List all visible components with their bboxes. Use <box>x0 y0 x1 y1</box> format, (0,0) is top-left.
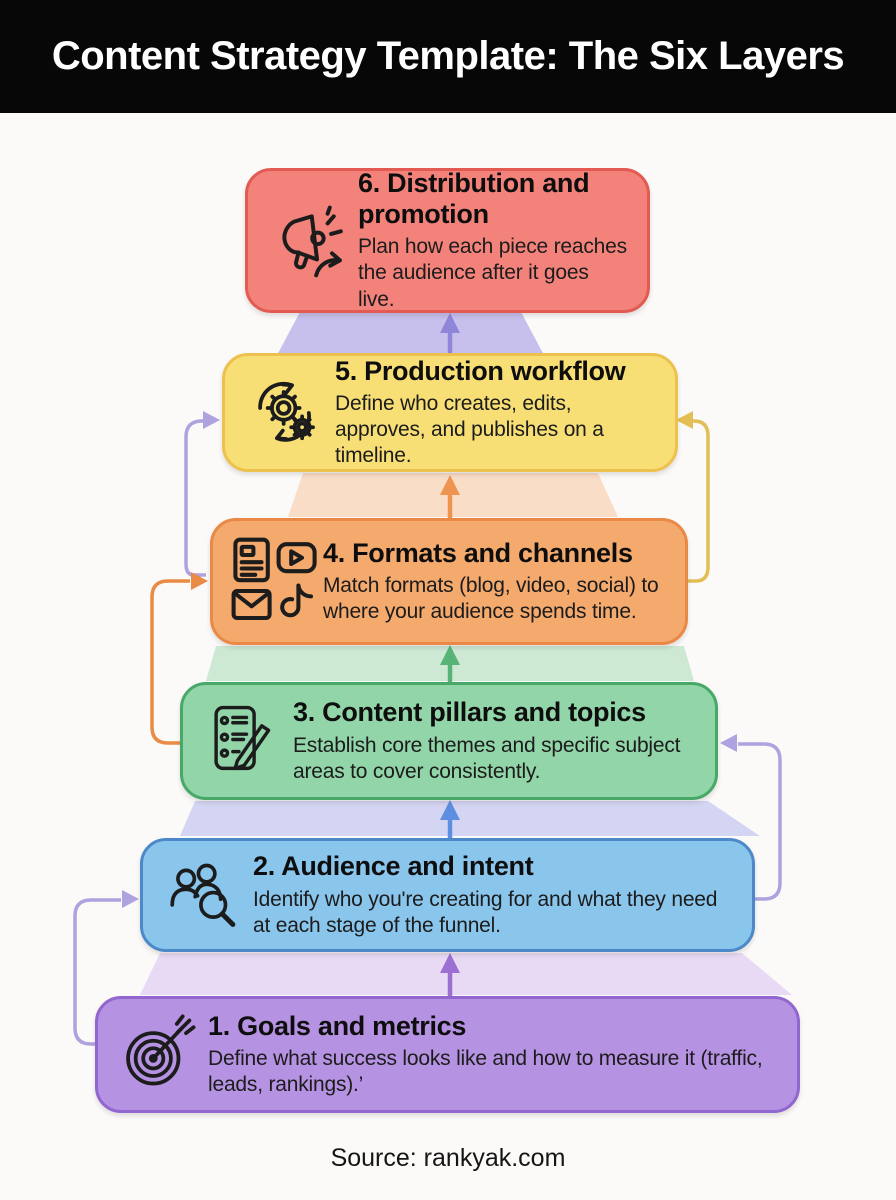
layer-description: Establish core themes and specific subje… <box>293 733 681 783</box>
up-arrow-head <box>440 645 460 665</box>
up-arrow-head <box>440 800 460 820</box>
layer-box-distribution: 6. Distribution and promotion Plan how e… <box>245 168 650 313</box>
layer-box-audience: 2. Audience and intent Identify who you'… <box>140 838 755 952</box>
connector-line <box>184 419 206 577</box>
source-text: Source: rankyak.com <box>330 1144 566 1172</box>
video-player-icon <box>276 541 317 573</box>
up-arrow-head <box>440 313 460 333</box>
connector-line <box>738 742 782 901</box>
gears-cycle-icon <box>239 371 335 455</box>
layer-heading: 5. Production workflow <box>335 355 626 386</box>
page-title: Content Strategy Template: The Six Layer… <box>51 34 845 78</box>
layer-box-formats: 4. Formats and channels Match formats (b… <box>210 518 688 645</box>
layer-heading: 1. Goals and metrics <box>208 1010 467 1041</box>
connector-arrow-head <box>676 411 693 429</box>
layer-description: Match formats (blog, video, social) to w… <box>323 574 659 624</box>
layer-heading: 2. Audience and intent <box>253 851 534 882</box>
pyramid-slice <box>140 953 792 995</box>
connector-line <box>73 898 121 1046</box>
up-arrow-head <box>440 475 460 495</box>
layer-box-goals: 1. Goals and metrics Define what success… <box>95 996 800 1113</box>
connector-arrow-head <box>122 890 139 908</box>
up-arrow-head <box>440 953 460 973</box>
megaphone-icon <box>262 197 358 285</box>
header-bar: Content Strategy Template: The Six Layer… <box>0 0 896 113</box>
layer-description: Define what success looks like and how t… <box>208 1047 763 1097</box>
pyramid-slice <box>276 312 545 357</box>
target-dart-icon <box>112 1013 208 1097</box>
connector-arrow-head <box>203 411 220 429</box>
connector-arrow-head <box>720 734 737 752</box>
layer-heading: 3. Content pillars and topics <box>293 697 646 728</box>
audience-search-icon <box>157 854 253 936</box>
pyramid-slice <box>180 801 760 836</box>
layer-description: Plan how each piece reaches the audience… <box>358 235 627 311</box>
connector-arrow-head <box>191 572 208 590</box>
layer-heading: 4. Formats and channels <box>323 537 633 568</box>
layer-description: Identify who you're creating for and wha… <box>253 887 718 937</box>
connector-line <box>150 579 190 745</box>
connector-line <box>686 419 710 583</box>
document-icon <box>233 537 270 582</box>
checklist-pencil-icon <box>197 703 293 779</box>
tiktok-icon <box>280 583 314 617</box>
envelope-icon <box>231 588 272 620</box>
layer-heading: 6. Distribution and promotion <box>358 168 590 229</box>
formats-channels-icons <box>227 537 323 627</box>
layer-box-pillars: 3. Content pillars and topics Establish … <box>180 682 718 800</box>
layer-description: Define who creates, edits, approves, and… <box>335 392 604 468</box>
layer-box-workflow: 5. Production workflow Define who create… <box>222 353 678 472</box>
